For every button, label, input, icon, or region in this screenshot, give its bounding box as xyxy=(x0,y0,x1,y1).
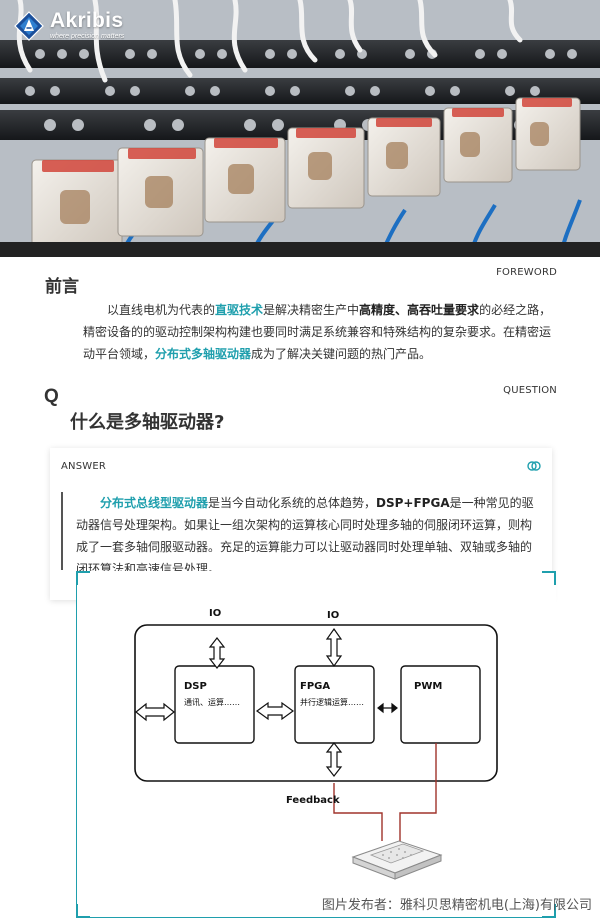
foreword-text-3: 的必经之路，精密设备的的驱动控制架构构建也要同时满足系统兼容和特殊结构的复杂要求… xyxy=(83,303,552,361)
feedback-line-right xyxy=(399,743,437,841)
question-title: 什么是多轴驱动器? xyxy=(70,412,225,433)
answer-text-2: 是一种常见的驱动器信号处理架构。如果让一组次架构的运算核心同时处理多轴的伺服闭环… xyxy=(76,496,534,576)
frame-corner xyxy=(76,904,90,918)
answer-text-1: 是当今自动化系统的总体趋势， xyxy=(208,496,377,510)
system-box xyxy=(134,624,498,782)
io-dsp-arrow xyxy=(208,637,226,669)
external-dsp-arrow xyxy=(135,702,175,722)
hero-photo-relays: Akribis where precision matters xyxy=(0,0,600,257)
dsp-fpga-arrow xyxy=(255,701,295,721)
foreword-text-4: 成为了解决关键问题的热门产品。 xyxy=(251,347,432,361)
feedback-label: Feedback xyxy=(286,795,340,806)
frame-bottom-line xyxy=(76,917,556,918)
feedback-line-left xyxy=(333,783,383,841)
fpga-subtitle: 并行逻辑运算…… xyxy=(300,697,364,707)
pwm-title: PWM xyxy=(414,681,442,692)
frame-corner xyxy=(542,571,556,585)
frame-corner xyxy=(76,571,90,585)
brand-logo[interactable]: Akribis where precision matters xyxy=(14,10,124,41)
frame-left-line xyxy=(76,571,77,918)
fpga-title: FPGA xyxy=(300,681,330,692)
answer-highlight: 分布式总线型驱动器 xyxy=(100,496,209,510)
foreword-text-2: 是解决精密生产中 xyxy=(263,303,360,317)
frame-corner xyxy=(542,904,556,918)
foreword-paragraph: 以直线电机为代表的直驱技术是解决精密生产中高精度、高吞吐量要求的必经之路，精密设… xyxy=(83,299,558,365)
fpga-pwm-arrowhead xyxy=(391,702,398,714)
io-label-left: IO xyxy=(209,608,221,619)
dsp-title: DSP xyxy=(184,681,207,692)
foreword-title: 前言 xyxy=(45,277,79,297)
brand-tagline: where precision matters xyxy=(50,33,125,40)
akribis-logo-icon xyxy=(14,10,44,41)
architecture-diagram: IO IO DSP 通讯、运算…… FPGA 并行逻辑运算…… PWM Feed… xyxy=(76,571,556,918)
answer-paragraph: 分布式总线型驱动器是当今自动化系统的总体趋势，DSP+FPGA是一种常见的驱动器… xyxy=(76,492,540,580)
foreword-text-1: 以直线电机为代表的 xyxy=(107,303,216,317)
foreword-bold-precision: 高精度、高吞吐量要求 xyxy=(359,303,480,317)
image-credit: 图片发布者：雅科贝思精密机电(上海)有限公司 xyxy=(321,898,592,913)
pwm-box xyxy=(400,665,481,744)
double-ring-icon xyxy=(527,461,541,471)
question-mark: Q xyxy=(44,386,59,407)
fpga-pwm-arrowhead xyxy=(377,702,384,714)
linear-stage-icon xyxy=(351,840,443,880)
dsp-box xyxy=(174,665,255,744)
question-label: QUESTION xyxy=(503,385,557,396)
diagram-svg: IO IO DSP 通讯、运算…… FPGA 并行逻辑运算…… PWM Feed… xyxy=(134,608,498,880)
io-label-right: IO xyxy=(327,610,339,621)
relay-panel-illustration xyxy=(0,0,600,257)
answer-label: ANSWER xyxy=(61,461,107,472)
dsp-subtitle: 通讯、运算…… xyxy=(184,697,240,707)
fpga-down-arrow xyxy=(325,742,343,777)
foreword-highlight-driver: 分布式多轴驱动器 xyxy=(155,347,252,361)
quote-bar xyxy=(61,492,63,570)
io-fpga-arrow xyxy=(325,627,343,668)
foreword-highlight-direct-drive: 直驱技术 xyxy=(215,303,264,317)
foreword-label: FOREWORD xyxy=(496,267,557,278)
answer-bold-dsp-fpga: DSP+FPGA xyxy=(376,496,450,510)
brand-name: Akribis xyxy=(50,9,124,32)
